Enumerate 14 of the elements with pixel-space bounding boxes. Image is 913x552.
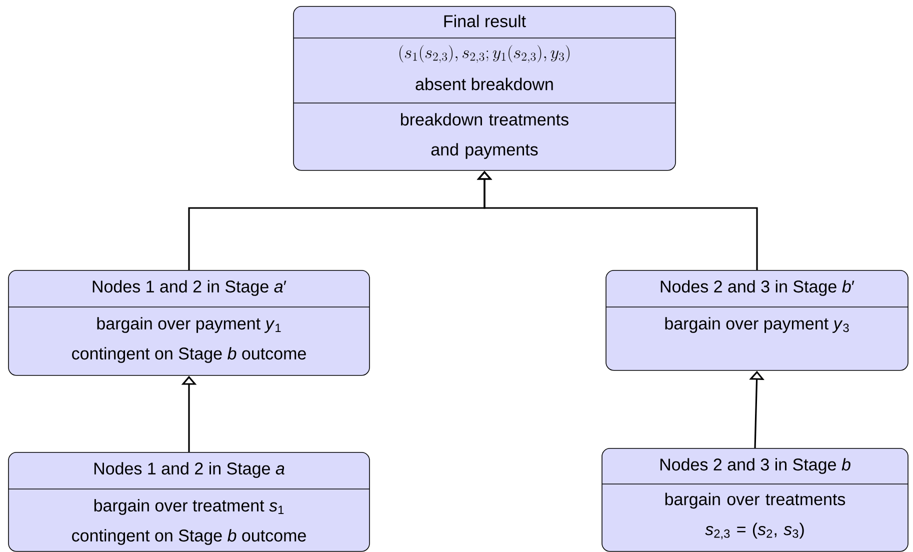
node-heading: Nodes 2 and 3 in Stage b′ bbox=[660, 280, 854, 296]
node-heading: Final result bbox=[444, 14, 526, 28]
node-heading: Nodes 1 and 2 in Stage a′ bbox=[92, 280, 286, 296]
formula: $(s_1(s_{2,3}), s_{2,3}; y_1(s_{2,3}), y_3)$ bbox=[400, 45, 570, 63]
node-text: breakdown treatments and payments bbox=[401, 113, 568, 159]
node-text: contingent on Stage b outcome bbox=[72, 347, 306, 363]
node-text: bargain over payment y$_{1}$ bbox=[97, 317, 281, 333]
node-text: bargain over payment y$_{3}$ bbox=[665, 317, 849, 333]
node-text: contingent on Stage b outcome bbox=[72, 529, 306, 545]
node-text: bargain over treatments s$_{2,3}$ = (s$_{2}$, s$_{3}$) bbox=[665, 492, 846, 540]
node-text: absent breakdown bbox=[416, 78, 553, 90]
node-heading: Nodes 1 and 2 in Stage a bbox=[94, 462, 284, 478]
node-text: bargain over treatment s$_{1}$ bbox=[94, 499, 284, 515]
node-heading: Nodes 2 and 3 in Stage b bbox=[660, 458, 850, 474]
